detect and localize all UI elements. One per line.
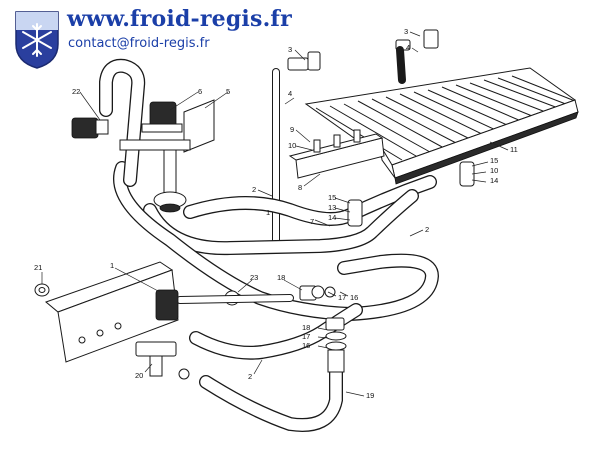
callout-16-upper: 16 bbox=[350, 293, 358, 302]
callout-21: 21 bbox=[34, 263, 42, 272]
evaporator-grill bbox=[304, 67, 579, 185]
callout-11: 11 bbox=[510, 145, 518, 154]
callout-15-left: 15 bbox=[328, 193, 336, 202]
callout-14-left: 14 bbox=[328, 213, 336, 222]
callout-2-bottom: 2 bbox=[248, 372, 252, 381]
water-distributor-bar bbox=[288, 129, 385, 179]
ring-seal bbox=[34, 283, 50, 297]
solenoid-valve bbox=[119, 99, 215, 213]
callout-14-right: 14 bbox=[490, 176, 498, 185]
callout-3-right: 3 bbox=[404, 27, 408, 36]
leader-lines bbox=[41, 31, 509, 397]
upper-hose bbox=[183, 175, 437, 226]
callout-2-mid: 2 bbox=[252, 185, 256, 194]
callout-22: 22 bbox=[72, 87, 80, 96]
callout-8: 8 bbox=[298, 183, 302, 192]
snowflake-icon bbox=[22, 23, 52, 57]
inlet-valve bbox=[71, 117, 109, 139]
callout-1-top: 1 bbox=[266, 208, 270, 217]
callout-9: 9 bbox=[290, 125, 294, 134]
callout-4-left: 4 bbox=[288, 89, 292, 98]
site-url[interactable]: www.froid-regis.fr bbox=[67, 6, 292, 32]
callout-15-right: 15 bbox=[490, 156, 498, 165]
callout-4-right: 4 bbox=[406, 43, 410, 52]
callout-19: 19 bbox=[366, 391, 374, 400]
loop-hose bbox=[113, 161, 440, 322]
contact-email[interactable]: contact@froid-regis.fr bbox=[68, 36, 210, 51]
callout-18-upper: 18 bbox=[277, 273, 285, 282]
u-hose bbox=[99, 58, 146, 187]
snowflake-shield-logo bbox=[15, 11, 59, 69]
drain-fitting bbox=[135, 341, 190, 380]
callout-18-lower: 18 bbox=[302, 323, 310, 332]
callout-20: 20 bbox=[135, 371, 143, 380]
callout-17-upper: 17 bbox=[338, 293, 346, 302]
callout-1: 1 bbox=[110, 261, 114, 270]
callout-16-lower: 16 bbox=[302, 341, 310, 350]
nozzle-fittings bbox=[287, 29, 439, 84]
callout-23: 23 bbox=[250, 273, 258, 282]
callout-5: 5 bbox=[226, 87, 230, 96]
pump-frame bbox=[45, 261, 179, 363]
callout-17-lower: 17 bbox=[302, 332, 310, 341]
drain-hose bbox=[199, 365, 343, 432]
seal-fittings bbox=[299, 161, 475, 373]
callout-10-top: 10 bbox=[288, 141, 296, 150]
callout-3-left: 3 bbox=[288, 45, 292, 54]
callout-10-right: 10 bbox=[490, 166, 498, 175]
callout-13: 13 bbox=[328, 203, 336, 212]
callout-labels: 22 6 5 3 4 3 4 9 10 8 2 1 7 11 15 13 14 … bbox=[34, 27, 518, 400]
callout-6: 6 bbox=[198, 87, 202, 96]
callout-7: 7 bbox=[310, 217, 314, 226]
tee-fitting bbox=[176, 290, 294, 306]
callout-2-right: 2 bbox=[425, 225, 429, 234]
